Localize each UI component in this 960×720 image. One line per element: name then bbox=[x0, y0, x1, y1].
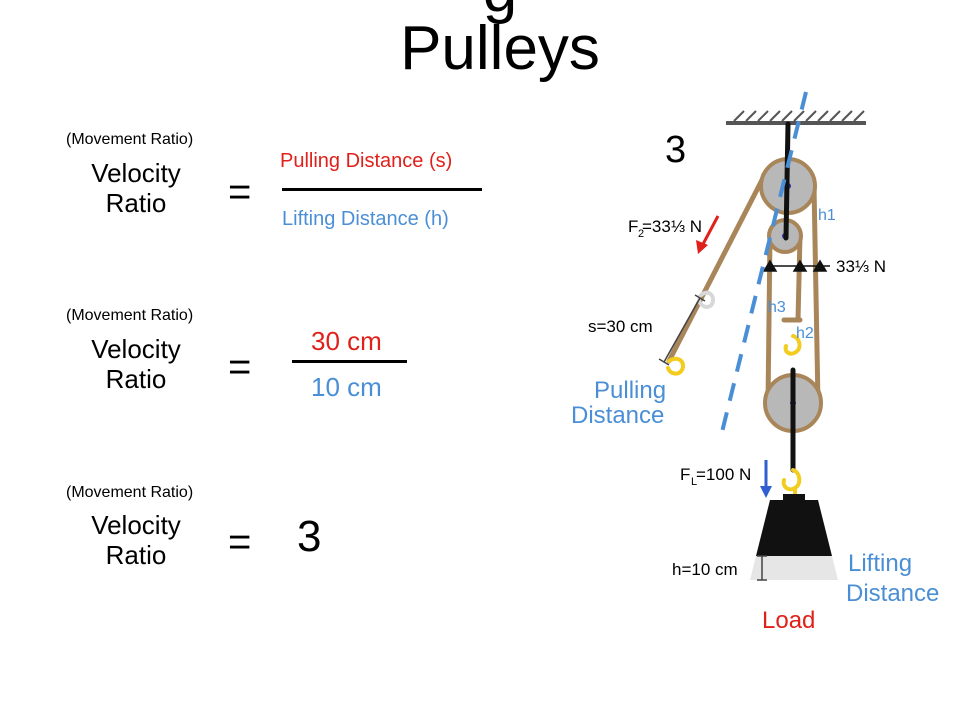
tension-arrows bbox=[762, 259, 830, 272]
equals-sign: = bbox=[228, 520, 252, 564]
s-label: s=30 cm bbox=[588, 317, 653, 336]
hook-icon bbox=[666, 356, 685, 376]
ratio-word: Ratio bbox=[105, 364, 167, 394]
pulling-distance-line2: Distance bbox=[571, 402, 664, 429]
load-label: Load bbox=[762, 607, 815, 634]
denominator: 10 cm bbox=[311, 372, 382, 402]
velocity-word: Velocity bbox=[91, 510, 181, 540]
lifting-distance-line2: Distance bbox=[846, 580, 939, 607]
pulling-distance-line1: Pulling bbox=[594, 377, 666, 404]
f2-letter: F bbox=[628, 217, 638, 236]
ceiling bbox=[726, 110, 866, 125]
ghost-hook-icon bbox=[697, 290, 715, 309]
fraction-line bbox=[292, 360, 407, 363]
movement-ratio-label: (Movement Ratio) bbox=[66, 307, 194, 324]
f2-value: =33⅓ N bbox=[642, 217, 702, 236]
denominator: Lifting Distance (h) bbox=[282, 208, 449, 230]
f2-arrow bbox=[696, 215, 720, 254]
load-weight bbox=[750, 494, 838, 580]
lifting-distance-line1: Lifting bbox=[848, 550, 912, 577]
equals-sign: = bbox=[228, 170, 252, 214]
h3-label: h3 bbox=[768, 299, 786, 316]
s-distance-bracket bbox=[658, 294, 706, 366]
fl-subscript: L bbox=[691, 476, 697, 488]
velocity-word: Velocity bbox=[91, 158, 181, 188]
title-cut-line: g bbox=[0, 0, 960, 22]
velocity-ratio-label: Velocity Ratio bbox=[56, 334, 216, 394]
movement-ratio-label: (Movement Ratio) bbox=[66, 484, 194, 501]
fl-arrow bbox=[760, 460, 772, 498]
fl-value: =100 N bbox=[696, 465, 751, 484]
fl-label: F L =100 N bbox=[680, 465, 751, 488]
h2-label: h2 bbox=[796, 325, 814, 342]
h-label: h=10 cm bbox=[672, 560, 738, 579]
axle-rod bbox=[783, 121, 796, 473]
numerator: Pulling Distance (s) bbox=[280, 150, 453, 172]
diagram-number: 3 bbox=[665, 129, 686, 171]
fl-letter: F bbox=[680, 465, 690, 484]
f2-subscript: 2 bbox=[638, 228, 644, 240]
equals-sign: = bbox=[228, 345, 252, 389]
velocity-word: Velocity bbox=[91, 334, 181, 364]
numerator: 30 cm bbox=[311, 326, 382, 356]
fraction-line bbox=[282, 188, 482, 191]
velocity-ratio-label: Velocity Ratio bbox=[56, 510, 216, 570]
movement-ratio-label: (Movement Ratio) bbox=[66, 131, 194, 148]
tension-label: 33⅓ N bbox=[836, 257, 886, 276]
ratio-word: Ratio bbox=[105, 188, 167, 218]
velocity-ratio-label: Velocity Ratio bbox=[56, 158, 216, 218]
h1-label: h1 bbox=[818, 207, 836, 224]
ratio-word: Ratio bbox=[105, 540, 167, 570]
page-title: Pulleys bbox=[400, 14, 600, 83]
f2-label: F 2 =33⅓ N bbox=[628, 217, 702, 240]
h-distance-bracket bbox=[757, 555, 767, 581]
result-value: 3 bbox=[297, 512, 322, 561]
